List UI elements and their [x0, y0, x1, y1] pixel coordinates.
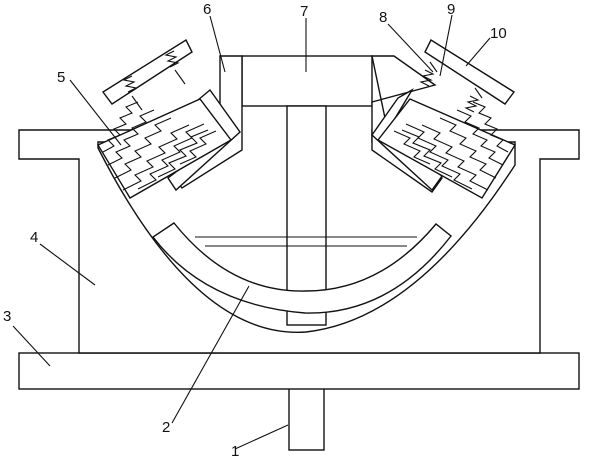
leader-9: [439, 14, 453, 77]
bottom-shaft: [288, 387, 325, 451]
arc-scraper: [151, 222, 452, 314]
base-plate: [18, 352, 580, 390]
leader-10: [465, 37, 491, 67]
label-8: 8: [379, 9, 387, 26]
leader-5: [69, 79, 122, 146]
label-10: 10: [490, 25, 507, 42]
label-1: 1: [231, 443, 239, 459]
label-2: 2: [162, 419, 170, 436]
label-6: 6: [203, 1, 211, 18]
label-7: 7: [300, 3, 308, 20]
central-shaft: [286, 105, 327, 326]
left-top-plate: [101, 38, 193, 111]
leader-3: [12, 325, 51, 367]
label-4: 4: [30, 229, 38, 246]
leader-6: [209, 15, 226, 73]
leader-2: [171, 285, 250, 424]
leader-8: [387, 23, 434, 73]
right-top-plate: [419, 38, 516, 113]
leader-1: [234, 424, 289, 450]
top-cap: [241, 55, 373, 107]
label-9: 9: [447, 1, 455, 18]
leader-4: [39, 243, 96, 286]
right-spring-block: [376, 98, 517, 199]
label-3: 3: [3, 308, 11, 325]
left-spring-block: [96, 98, 233, 199]
label-5: 5: [57, 69, 65, 86]
